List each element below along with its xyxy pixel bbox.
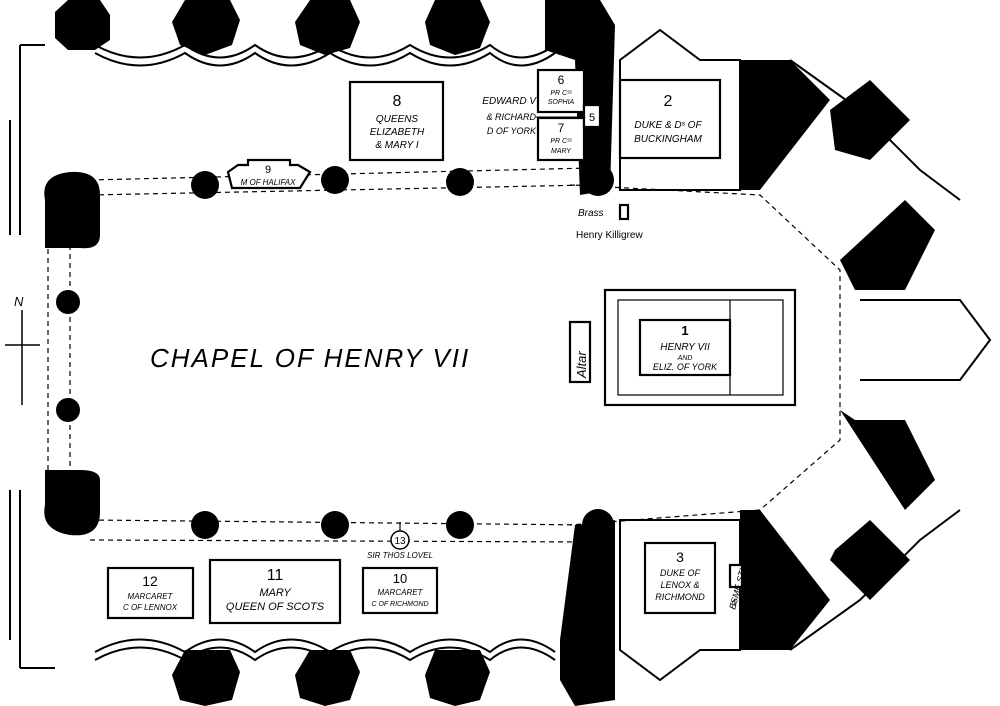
tomb-3-line-2: LENOX &	[660, 580, 699, 590]
nave-outline	[47, 184, 841, 526]
tomb-12-number: 12	[142, 573, 158, 589]
tomb-10-margaret-richmond: 10 MARCARET C OF RICHMOND	[361, 566, 439, 615]
edward-line-2: & RICHARD	[486, 112, 536, 122]
tomb-2-number: 2	[664, 93, 673, 110]
henry-killigrew-brass: Brass Henry Killigrew	[576, 203, 643, 241]
tomb-11-line-1: MARY	[259, 587, 291, 599]
tomb-10-line-1: MARCARET	[378, 588, 424, 597]
tomb-7-number: 7	[558, 121, 565, 135]
tomb-11-mary-queen-of-scots: 11 MARY QUEEN OF SCOTS	[208, 558, 342, 625]
tomb-5-number: 5	[589, 112, 595, 124]
tomb-9-number: 9	[265, 164, 271, 176]
compass-north-label: N	[14, 294, 24, 309]
chapel-title: CHAPEL OF HENRY VII	[150, 343, 470, 373]
tomb-1-henry-vii: 1 HENRY VII AND ELIZ. OF YORK	[603, 288, 797, 407]
tomb-12-line-1: MARCARET	[128, 592, 174, 601]
tomb-3-number: 3	[676, 549, 684, 565]
tomb-6-number: 6	[558, 73, 565, 87]
compass: N	[5, 294, 40, 405]
tomb-10-line-2: C OF RICHMOND	[371, 601, 428, 608]
tomb-8-queens: 8 QUEENS ELIZABETH & MARY I	[348, 80, 445, 162]
tomb-2-buckingham: 2 DUKE & Dˢ OF BUCKINGHAM	[618, 78, 722, 160]
tomb-12-line-2: C OF LENNOX	[123, 603, 178, 612]
tomb-9-line-1: M OF HALIFAX	[241, 178, 296, 187]
altar-label: Altar	[574, 351, 589, 379]
tomb-2-line-1: DUKE & Dˢ OF	[634, 120, 702, 131]
east-apse	[619, 28, 992, 682]
edward-v-label: EDWARD V & RICHARD D OF YORK	[482, 96, 584, 136]
edward-line-3: D OF YORK	[487, 126, 537, 136]
tomb-3-line-1: DUKE OF	[660, 568, 701, 578]
tomb-11-line-2: QUEEN OF SCOTS	[226, 601, 325, 613]
tomb-13-number: 13	[394, 536, 406, 547]
tomb-8-line-2: ELIZABETH	[370, 127, 425, 138]
brass-label: Brass	[578, 208, 604, 219]
tomb-8-line-1: QUEENS	[376, 114, 419, 125]
killigrew-label: Henry Killigrew	[576, 230, 643, 241]
tomb-1-line-2: AND	[677, 355, 693, 362]
tomb-8-line-3: & MARY I	[375, 140, 419, 151]
edward-line-1: EDWARD V	[482, 96, 537, 107]
tomb-3-lenox-richmond: 3 DUKE OF LENOX & RICHMOND	[643, 541, 717, 615]
tomb-7-line-2: MARY	[551, 148, 572, 155]
south-piers	[172, 520, 615, 706]
tomb-6-line-1: PR Cˢˢ	[550, 90, 572, 97]
tomb-7-line-1: PR Cˢˢ	[550, 138, 572, 145]
nave-pier-clusters	[44, 164, 614, 541]
tomb-11-number: 11	[267, 567, 284, 584]
altar-box	[568, 320, 592, 384]
tomb-8-number: 8	[393, 93, 402, 110]
tomb-1-number: 1	[681, 323, 688, 338]
tomb-1-line-3: ELIZ. OF YORK	[653, 362, 718, 372]
tomb-6-line-2: SOPHIA	[548, 99, 575, 106]
tomb-12-margaret-lennox: 12 MARCARET C OF LENNOX	[106, 566, 195, 620]
tomb-1-line-1: HENRY VII	[660, 342, 710, 353]
tomb-5-6-7-group: 6 PR Cˢˢ SOPHIA 7 PR Cˢˢ MARY 5	[536, 68, 602, 162]
tomb-9-halifax: 9 M OF HALIFAX	[226, 158, 312, 190]
tomb-2-line-2: BUCKINGHAM	[634, 134, 702, 145]
esme-stuart-number: 4	[731, 598, 737, 609]
tomb-13-line-1: SIR THOS LOVEL	[367, 551, 433, 560]
tomb-13-thomas-lovel: 13 SIR THOS LOVEL	[367, 522, 433, 560]
tomb-3-line-3: RICHMOND	[655, 592, 705, 602]
tomb-10-number: 10	[393, 571, 407, 586]
